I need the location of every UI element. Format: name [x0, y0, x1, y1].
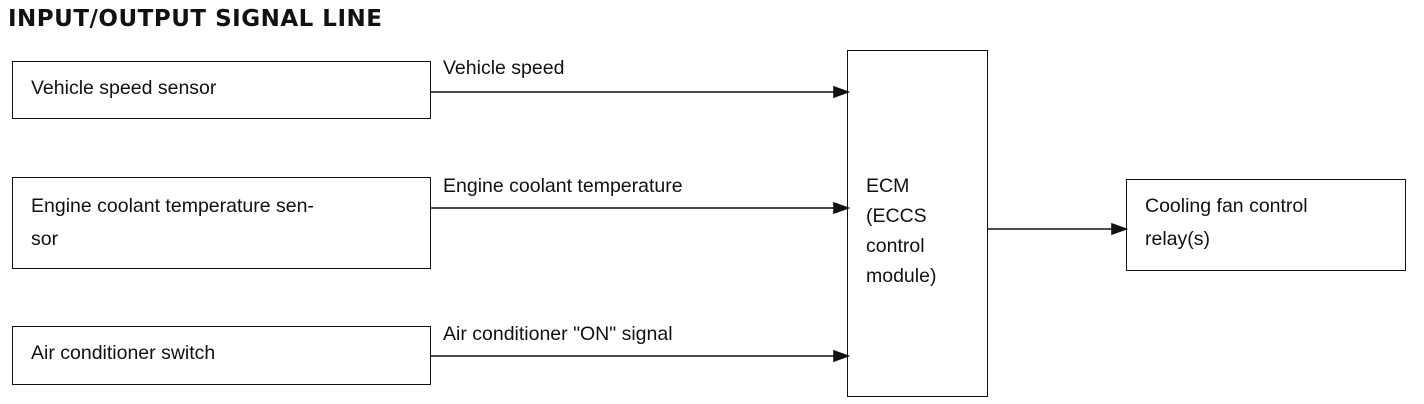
cooling-fan-output-arrowhead: [1111, 222, 1129, 236]
ecm-label: ECM (ECCS control module): [866, 175, 937, 287]
cooling-fan-control-relay-box: Cooling fan control relay(s): [1126, 179, 1406, 271]
vehicle-speed-sensor-box: Vehicle speed sensor: [12, 61, 431, 119]
engine-coolant-temperature-sensor-box: Engine coolant temperature sen- sor: [12, 177, 431, 269]
vehicle-speed-arrowhead: [833, 85, 851, 99]
ecm-box: ECM (ECCS control module): [847, 50, 988, 397]
air-conditioner-switch-label: Air conditioner switch: [31, 342, 216, 364]
vehicle-speed-signal-label: Vehicle speed: [443, 57, 565, 79]
engine-coolant-temperature-signal-label: Engine coolant temperature: [443, 175, 683, 197]
air-conditioner-on-arrowhead: [833, 349, 851, 363]
engine-coolant-temperature-sensor-label: Engine coolant temperature sen- sor: [31, 195, 314, 250]
diagram-title: INPUT/OUTPUT SIGNAL LINE: [8, 6, 383, 32]
air-conditioner-switch-box: Air conditioner switch: [12, 326, 431, 385]
vehicle-speed-sensor-label: Vehicle speed sensor: [31, 77, 217, 99]
engine-coolant-temperature-arrowhead: [833, 201, 851, 215]
air-conditioner-on-signal-label: Air conditioner "ON" signal: [443, 323, 673, 345]
cooling-fan-control-relay-label: Cooling fan control relay(s): [1145, 195, 1308, 250]
